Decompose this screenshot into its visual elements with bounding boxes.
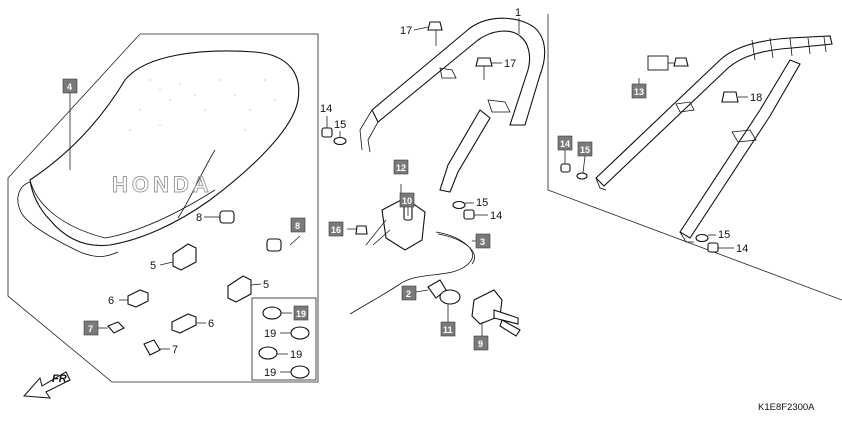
svg-text:4: 4 <box>67 82 72 92</box>
callout-10[interactable]: 10 <box>399 192 415 208</box>
nut-14-carrier-lower: 14 <box>707 242 748 255</box>
clip-6-left: 6 <box>108 289 149 308</box>
key-cylinder-9 <box>471 289 521 337</box>
svg-text:1: 1 <box>515 7 521 19</box>
svg-text:19: 19 <box>290 349 302 361</box>
seat-brand-text: HONDA <box>112 172 213 197</box>
svg-text:18: 18 <box>750 92 762 104</box>
svg-text:19: 19 <box>264 367 276 379</box>
cushion-19-d: 19 <box>264 365 310 379</box>
svg-text:8: 8 <box>295 221 300 231</box>
svg-text:3: 3 <box>480 237 485 247</box>
svg-text:9: 9 <box>478 339 483 349</box>
svg-text:16: 16 <box>331 225 341 235</box>
svg-text:FR.: FR. <box>52 373 70 385</box>
callout-16[interactable]: 16 <box>328 221 344 237</box>
front-direction-arrow-icon: FR. <box>22 371 71 399</box>
washer-15-left: 15 <box>333 119 347 146</box>
callout-19-box[interactable]: 19 <box>293 305 309 321</box>
blank-part-label[interactable] <box>647 55 689 71</box>
svg-text:14: 14 <box>490 210 502 222</box>
bolt-16 <box>347 219 391 246</box>
svg-text:7: 7 <box>172 344 178 356</box>
callout-8-box[interactable]: 8 <box>290 217 306 233</box>
svg-text:10: 10 <box>402 196 412 206</box>
svg-text:15: 15 <box>580 145 590 155</box>
diagram-code: K1E8F2300A <box>758 402 815 413</box>
svg-text:14: 14 <box>560 139 570 149</box>
svg-text:14: 14 <box>736 243 748 255</box>
callout-11[interactable]: 11 <box>440 321 456 337</box>
svg-text:19: 19 <box>296 309 306 319</box>
svg-text:17: 17 <box>400 25 412 37</box>
grab-rail <box>359 17 546 193</box>
svg-text:8: 8 <box>196 212 202 224</box>
nut-14-carrier-upper <box>560 150 571 173</box>
svg-text:12: 12 <box>396 163 406 173</box>
seat-assembly: HONDA <box>17 50 300 257</box>
washer-15-carrier-upper <box>576 155 588 180</box>
svg-text:15: 15 <box>334 119 346 131</box>
svg-text:7: 7 <box>88 324 93 334</box>
washer-15-right: 15 <box>452 197 488 210</box>
svg-text:15: 15 <box>476 197 488 209</box>
seat-dot-pattern <box>129 79 276 131</box>
cushion-8-lower <box>266 235 301 252</box>
nut-14-right: 14 <box>463 209 502 222</box>
svg-text:2: 2 <box>406 289 411 299</box>
washer-15-carrier-lower: 15 <box>695 229 730 243</box>
rear-carrier <box>595 35 833 243</box>
cushion-19-a <box>262 306 292 320</box>
callout-1[interactable]: 1 <box>515 7 521 34</box>
callout-7-box[interactable]: 7 <box>83 320 99 336</box>
svg-text:14: 14 <box>320 103 332 115</box>
clip-7-lower: 7 <box>143 339 178 356</box>
svg-text:13: 13 <box>634 87 644 97</box>
svg-text:5: 5 <box>263 279 269 291</box>
cushion-8-upper: 8 <box>196 210 235 224</box>
svg-text:6: 6 <box>108 295 114 307</box>
clip-7-upper <box>98 321 125 334</box>
svg-text:5: 5 <box>150 260 156 272</box>
stopper-5-upper: 5 <box>150 243 197 272</box>
svg-text:15: 15 <box>718 229 730 241</box>
stopper-5-lower: 5 <box>227 275 269 303</box>
bolt-17-lower: 17 <box>475 57 516 80</box>
callout-12[interactable]: 12 <box>393 159 409 175</box>
callout-2[interactable]: 2 <box>401 285 417 301</box>
bolt-18: 18 <box>721 91 762 104</box>
carrier-panel <box>547 14 842 301</box>
svg-text:17: 17 <box>504 58 516 70</box>
callout-15-box-right[interactable]: 15 <box>577 141 593 157</box>
callout-3[interactable]: 3 <box>475 233 491 249</box>
bolt-17-upper: 17 <box>400 21 443 46</box>
svg-text:6: 6 <box>208 318 214 330</box>
clip-6-right: 6 <box>171 313 214 334</box>
callout-14-box-right[interactable]: 14 <box>557 135 573 151</box>
cushion-19-b: 19 <box>264 326 310 340</box>
nut-14-left: 14 <box>320 103 333 138</box>
seat-panel <box>7 33 319 383</box>
svg-text:19: 19 <box>264 328 276 340</box>
callout-4[interactable]: 4 <box>62 78 78 170</box>
svg-text:11: 11 <box>443 325 453 335</box>
callout-9[interactable]: 9 <box>473 335 489 351</box>
lock-cover-11 <box>439 289 461 322</box>
callout-13[interactable]: 13 <box>631 78 647 99</box>
cushion-19-c: 19 <box>258 346 302 361</box>
